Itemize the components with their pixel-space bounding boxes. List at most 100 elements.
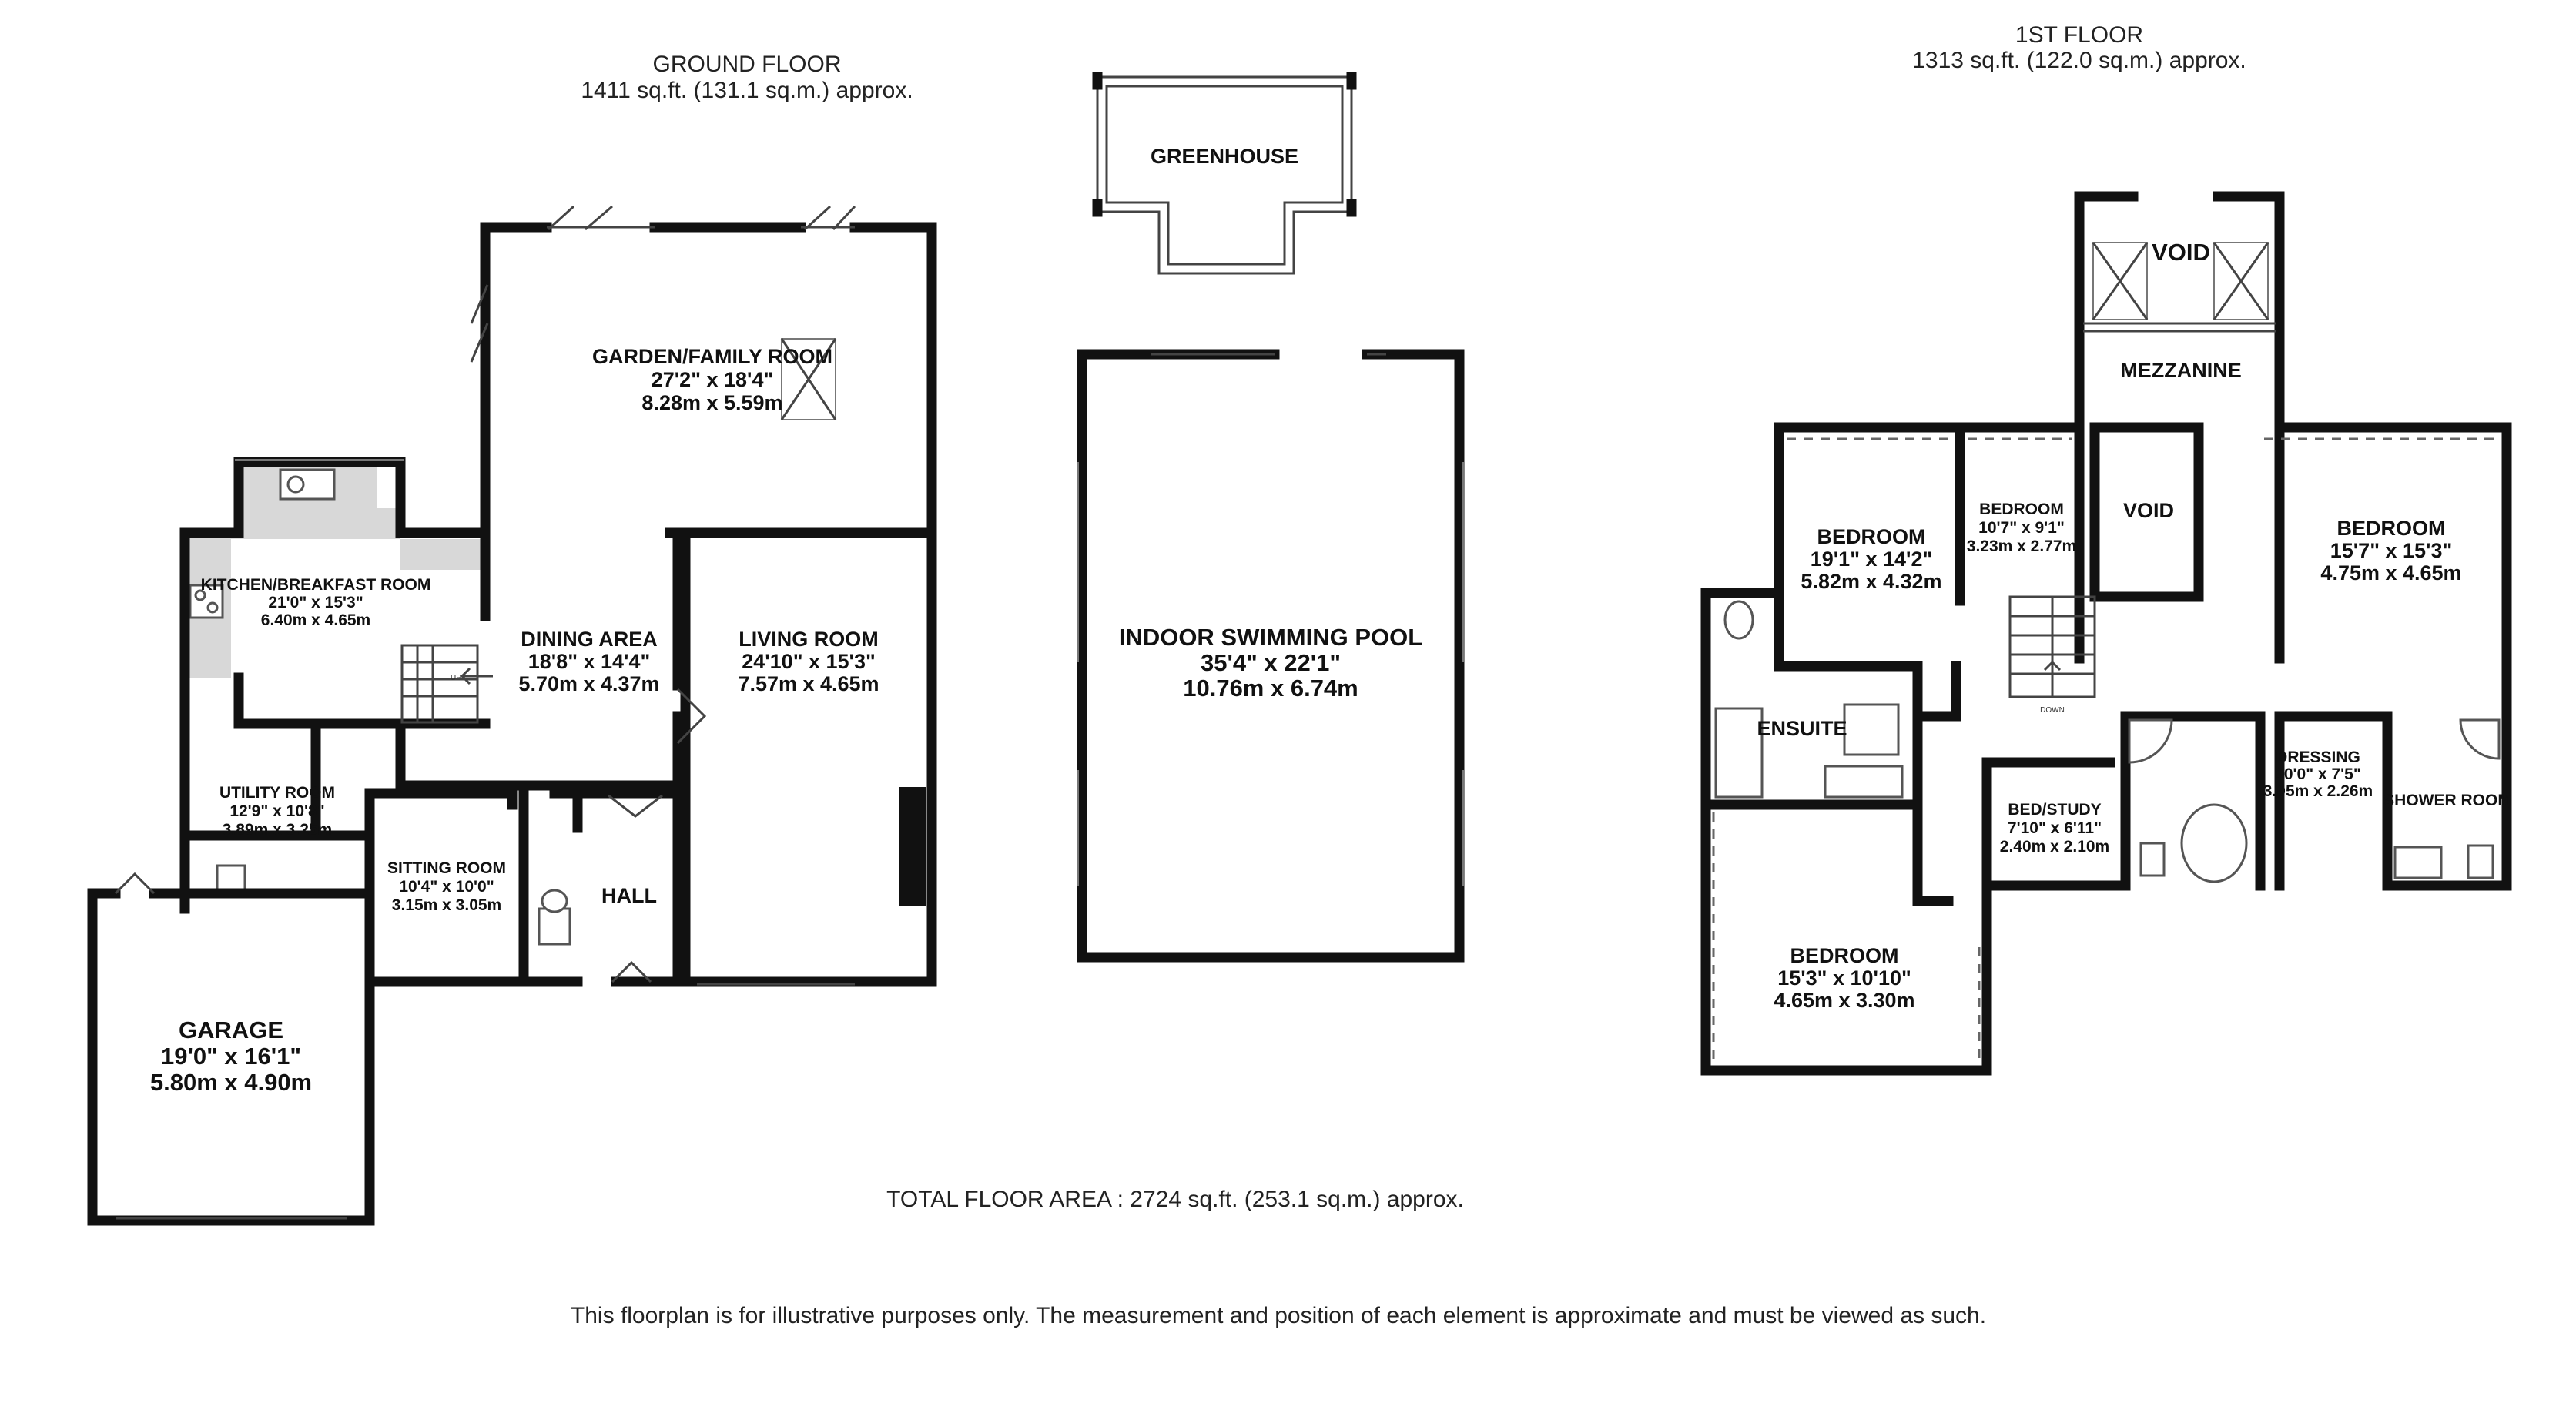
bedroom-bottom-label: BEDROOM xyxy=(1790,944,1899,967)
bedroom-bottom-imperial: 15'3" x 10'10" xyxy=(1777,966,1911,990)
front-door-leaf xyxy=(611,960,652,983)
hall-label: HALL xyxy=(601,884,657,907)
first-floor-area: 1313 sq.ft. (122.0 sq.m.) approx. xyxy=(1912,48,2246,73)
sitting-room-metric: 3.15m x 3.05m xyxy=(392,896,501,914)
ground-floor-area: 1411 sq.ft. (131.1 sq.m.) approx. xyxy=(581,78,913,103)
ensuite-basin-icon xyxy=(1824,765,1904,799)
bedroom-bottom-metric: 4.65m x 3.30m xyxy=(1774,989,1914,1012)
bedroom-right-metric: 4.75m x 4.65m xyxy=(2320,561,2461,584)
living-door-leaf xyxy=(676,688,707,745)
dressing-imperial: 10'0" x 7'5" xyxy=(2275,765,2361,783)
greenhouse-posts xyxy=(1092,72,1357,217)
garden-family-room-metric: 8.28m x 5.59m xyxy=(641,391,782,414)
pool-imperial: 35'4" x 22'1" xyxy=(1201,649,1341,676)
hob-icon xyxy=(189,584,224,619)
void-mid-walls xyxy=(2089,422,2204,602)
fireplace-icon xyxy=(899,787,926,906)
staircase xyxy=(400,644,479,724)
shower-tray-icon xyxy=(2459,718,2501,760)
bedroom-left-label: BEDROOM xyxy=(1817,525,1926,548)
first-floor-title: 1ST FLOOR xyxy=(2015,22,2143,48)
greenhouse-label: GREENHOUSE xyxy=(1151,145,1298,168)
dining-area-metric: 5.70m x 4.37m xyxy=(518,672,659,695)
greenhouse-outline xyxy=(1096,75,1353,275)
sitting-room-label: SITTING ROOM xyxy=(387,859,506,877)
bedroom-right-label: BEDROOM xyxy=(2337,517,2446,540)
mezzanine-label: MEZZANINE xyxy=(2120,359,2242,382)
bed-study-imperial: 7'10" x 6'11" xyxy=(2008,819,2102,837)
bedroom-left-metric: 5.82m x 4.32m xyxy=(1801,570,1941,593)
sitting-room-walls xyxy=(364,788,683,987)
bifold-door-leaves xyxy=(547,205,856,231)
garden-family-room-imperial: 27'2" x 18'4" xyxy=(652,368,774,391)
utility-room-imperial: 12'9" x 10'8" xyxy=(229,802,324,820)
bedroom-mid-label: BEDROOM xyxy=(1979,501,2064,518)
garage-metric: 5.80m x 4.90m xyxy=(150,1069,312,1096)
dining-area-imperial: 18'8" x 14'4" xyxy=(528,650,651,673)
hob-ring-icon xyxy=(194,589,206,601)
first-floor-stair-treads xyxy=(2010,597,2095,697)
void-mid-label: VOID xyxy=(2123,499,2174,522)
bath-icon xyxy=(2180,803,2248,883)
rooflight-cross-left xyxy=(2092,242,2149,320)
ensuite-shower-tray-icon xyxy=(1843,703,1900,756)
kitchen-walls xyxy=(179,457,491,891)
garage-walls xyxy=(87,888,375,1226)
bed-study-label: BED/STUDY xyxy=(2008,801,2101,819)
dining-area-label: DINING AREA xyxy=(521,628,658,651)
wc-icon xyxy=(538,907,571,946)
garage-imperial: 19'0" x 16'1" xyxy=(161,1043,301,1070)
kitchen-metric: 6.40m x 4.65m xyxy=(261,611,370,629)
dressing-metric: 3.05m x 2.26m xyxy=(2263,782,2373,800)
bed-study-metric: 2.40m x 2.10m xyxy=(2000,838,2109,856)
kitchen-imperial: 21'0" x 15'3" xyxy=(268,594,363,611)
bathroom-wc-icon xyxy=(2139,842,2166,877)
sink-bowl-icon xyxy=(286,475,305,494)
kitchen-worktop xyxy=(189,462,481,678)
first-floor-plan: VOID MEZZANINE BEDROOM 19'1" x 14'2" 5.8… xyxy=(1700,191,2512,1076)
greenhouse-plan: GREENHOUSE xyxy=(1092,72,1357,275)
ensuite-label: ENSUITE xyxy=(1757,717,1847,740)
hall-door-leaves xyxy=(608,794,663,818)
shower-basin-icon xyxy=(2393,846,2443,879)
bedroom-left-imperial: 19'1" x 14'2" xyxy=(1811,548,1933,571)
garage-label: GARAGE xyxy=(179,1016,283,1043)
garden-room-walls xyxy=(480,222,937,621)
garden-family-room-label: GARDEN/FAMILY ROOM xyxy=(592,345,832,368)
bedroom-right-imperial: 15'7" x 15'3" xyxy=(2330,539,2453,562)
disclaimer: This floorplan is for illustrative purpo… xyxy=(571,1303,1986,1328)
eaves-line-bottom xyxy=(1712,812,1981,1063)
dining-walls xyxy=(395,527,683,791)
ground-floor-title: GROUND FLOOR xyxy=(652,52,841,77)
living-room-walls xyxy=(672,527,937,987)
greenhouse-inner xyxy=(1105,85,1344,266)
stairs-down-arrow xyxy=(2043,660,2062,685)
utility-sink-icon xyxy=(216,864,246,893)
bathroom-shower-icon xyxy=(2128,718,2173,764)
stairs-up-arrow xyxy=(460,667,493,685)
ensuite-walls xyxy=(1700,588,1992,1076)
shower-wc-icon xyxy=(2467,844,2494,879)
pool-windows xyxy=(1077,462,1464,886)
hall-partition xyxy=(518,788,583,833)
utility-room-label: UTILITY ROOM xyxy=(219,784,335,802)
rooflight-cross xyxy=(780,338,837,420)
dressing-label: DRESSING xyxy=(2276,749,2360,766)
hob-ring-icon xyxy=(206,601,219,614)
kitchen-label: KITCHEN/BREAKFAST ROOM xyxy=(201,576,431,594)
total-floor-area: TOTAL FLOOR AREA : 2724 sq.ft. (253.1 sq… xyxy=(886,1187,1464,1212)
pool-label: INDOOR SWIMMING POOL xyxy=(1119,624,1422,651)
pool-plan: INDOOR SWIMMING POOL 35'4" x 22'1" 10.76… xyxy=(1077,349,1465,963)
ensuite-wc-icon xyxy=(1723,600,1754,640)
bedroom-mid-imperial: 10'7" x 9'1" xyxy=(1978,519,2065,537)
pool-metric: 10.76m x 6.74m xyxy=(1183,675,1358,702)
stairs-up-label: UP xyxy=(451,674,461,682)
right-bedroom-walls xyxy=(2274,422,2512,891)
utility-room-metric: 3.89m x 3.25m xyxy=(223,821,332,839)
living-room-imperial: 24'10" x 15'3" xyxy=(742,650,876,673)
bedroom-mid-metric: 3.23m x 2.77m xyxy=(1967,538,2076,555)
utility-partition xyxy=(233,672,491,791)
stairs-down-label: DOWN xyxy=(2040,706,2065,715)
stair-treads xyxy=(402,645,477,722)
